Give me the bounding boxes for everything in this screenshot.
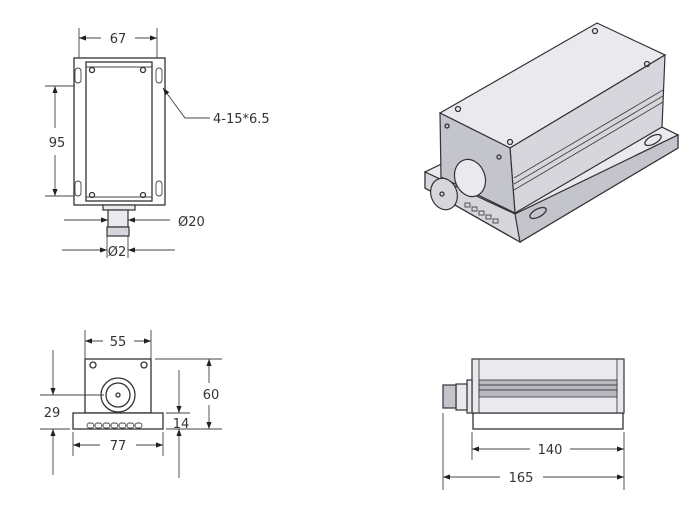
top-view-body (85, 61, 153, 202)
dim-height-95: 95 (49, 136, 66, 151)
dim-base-width-77: 77 (110, 439, 127, 454)
dim-height-60: 60 (203, 388, 220, 403)
dim-aperture-diameter: Ø2 (108, 245, 127, 260)
screw-holes (88, 66, 147, 199)
side-view: 140 165 (442, 358, 625, 490)
isometric-view (423, 22, 680, 244)
dim-center-height-29: 29 (44, 406, 61, 421)
side-view-base (472, 412, 624, 430)
slot-callout: 4-15*6.5 (213, 112, 270, 127)
side-view-connector (442, 379, 473, 414)
connector-top (102, 204, 136, 237)
dim-base-height-14: 14 (173, 417, 190, 432)
mounting-slots (74, 67, 163, 197)
dim-width-67: 67 (110, 32, 127, 47)
front-view: 55 77 60 14 29 (40, 330, 222, 478)
dim-body-width-55: 55 (110, 335, 127, 350)
dim-total-length-165: 165 (509, 471, 534, 486)
front-view-base (72, 412, 164, 430)
top-view: 67 95 4-15*6.5 Ø20 Ø2 (45, 28, 270, 260)
dim-connector-diameter: Ø20 (178, 215, 205, 230)
dim-body-length-140: 140 (538, 443, 563, 458)
iso-connector (453, 158, 487, 198)
